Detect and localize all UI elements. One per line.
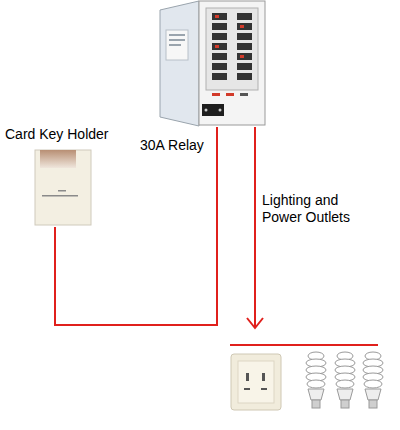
cfl-bulbs <box>306 352 383 408</box>
card-holder-device <box>35 150 91 225</box>
node-heading: Lighting and Power Outlets <box>262 192 367 226</box>
node-heading: Card Key Holder <box>5 126 145 143</box>
wire-connector <box>55 127 217 325</box>
wire-group <box>55 127 217 325</box>
wire-group <box>247 127 263 328</box>
arrow-head <box>247 318 263 328</box>
power-outlet <box>231 354 281 410</box>
load-group: Lighting and Power Outlets <box>228 328 382 415</box>
card-key-holder: Card Key Holder <box>32 148 94 227</box>
wire-connector <box>254 127 256 328</box>
node-heading: 30A Relay <box>140 137 230 154</box>
breaker-panel <box>160 1 265 126</box>
load-bus-line <box>230 344 378 346</box>
relay-panel: 30A Relay <box>160 0 267 127</box>
